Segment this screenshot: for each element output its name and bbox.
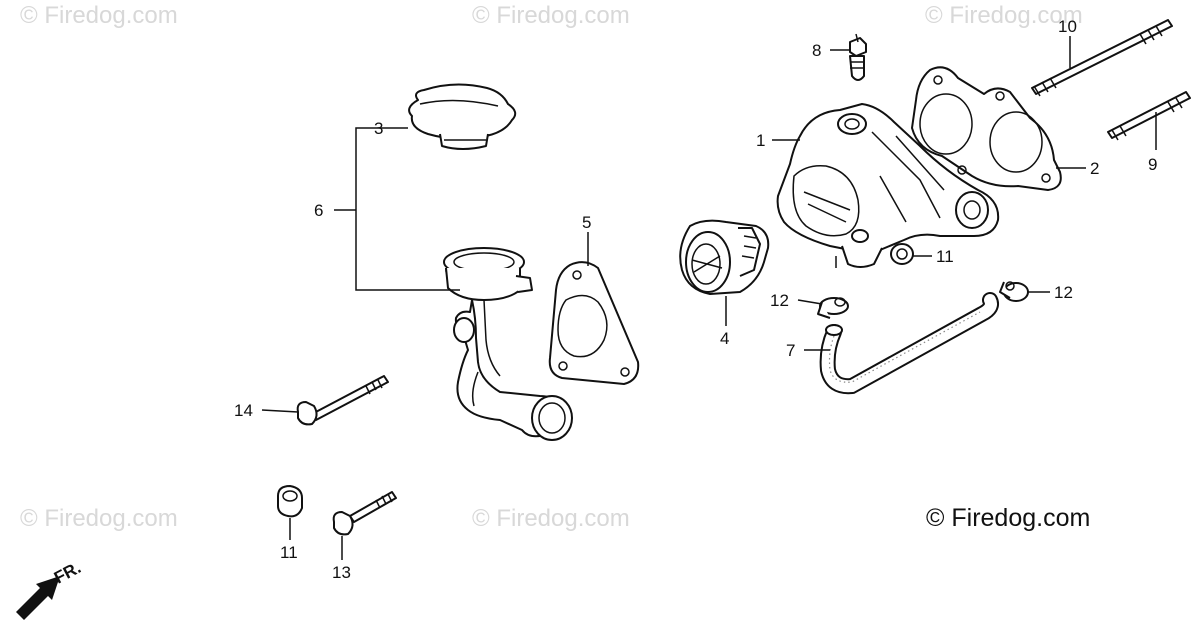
flange-bolt-short: [332, 491, 397, 536]
callout-9: 9: [1148, 155, 1157, 174]
short-stud: [1107, 91, 1191, 141]
flange-nut-lower: [277, 485, 303, 518]
thermostat-housing: [776, 103, 1000, 268]
water-outlet: [443, 247, 573, 441]
callout-8: 8: [812, 41, 821, 60]
callout-6: 6: [314, 201, 323, 220]
callout-14: 14: [234, 401, 253, 420]
flange-nut-upper: [890, 243, 914, 265]
long-stud: [1031, 19, 1173, 97]
callout-10: 10: [1058, 17, 1077, 36]
watermark-top-right: © Firedog.com: [925, 2, 1083, 29]
brand-watermark: © Firedog.com: [926, 504, 1091, 532]
watermark-bottom-center: © Firedog.com: [472, 505, 630, 532]
bleed-bolt: [849, 33, 867, 81]
callout-7: 7: [786, 341, 795, 360]
housing-gasket: [911, 66, 1062, 191]
callout-5: 5: [582, 213, 591, 232]
front-direction-arrow: FR.: [16, 558, 84, 620]
water-hose: [819, 292, 999, 395]
hose-clamp-left: [817, 297, 849, 319]
thermostat: [679, 219, 770, 295]
callout-12-left: 12: [770, 291, 789, 310]
hose-clamp-right: [999, 281, 1029, 302]
callout-1: 1: [756, 131, 765, 150]
leader-lines: [261, 36, 1157, 560]
watermark-bottom-left: © Firedog.com: [20, 505, 178, 532]
callout-3: 3: [374, 119, 383, 138]
callout-13: 13: [332, 563, 351, 582]
watermark-top-left: © Firedog.com: [20, 2, 178, 29]
callout-12-right: 12: [1054, 283, 1073, 302]
callout-11-lower: 11: [280, 543, 298, 562]
watermark-top-center: © Firedog.com: [472, 2, 630, 29]
callout-11-upper: 11: [936, 247, 954, 266]
outlet-gasket: [548, 261, 640, 385]
flange-bolt-long: [296, 375, 389, 426]
callout-4: 4: [720, 329, 729, 348]
radiator-cap: [408, 83, 517, 150]
callout-2: 2: [1090, 159, 1099, 178]
